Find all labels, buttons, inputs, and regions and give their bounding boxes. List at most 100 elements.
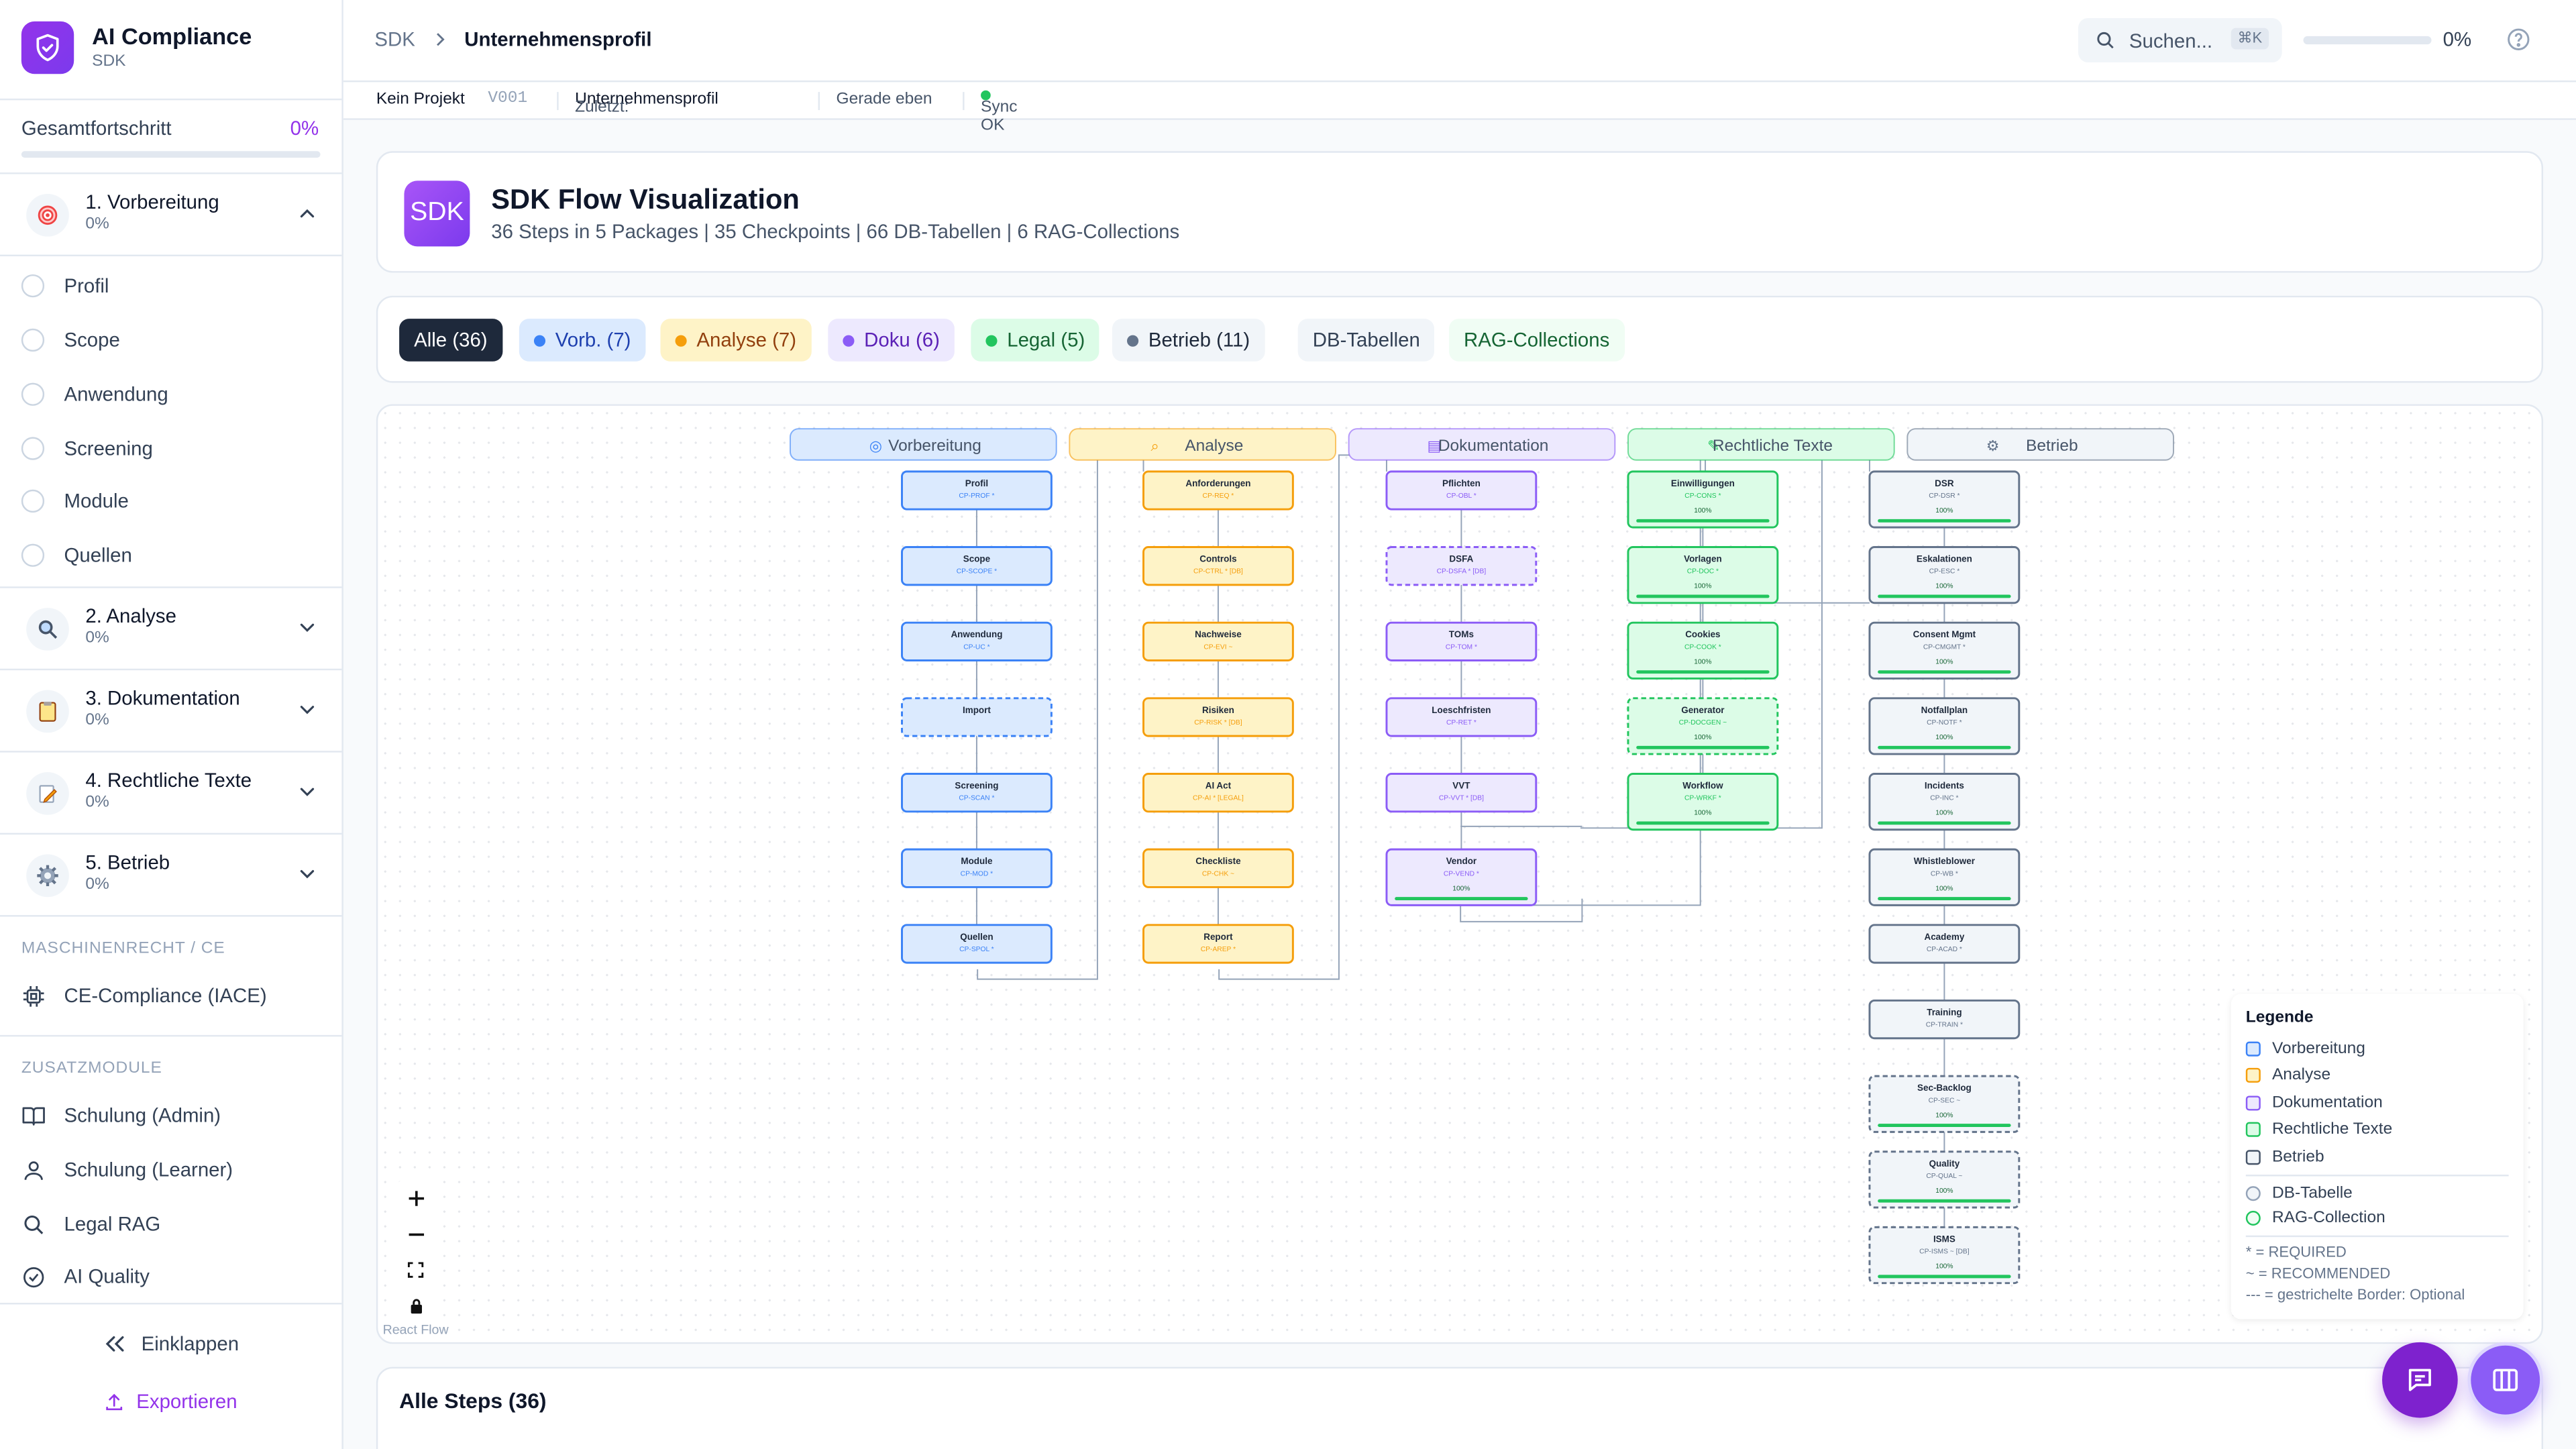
legend-swatch xyxy=(2245,1150,2261,1165)
filter-color-dot xyxy=(985,334,998,346)
step-scope[interactable]: Scope xyxy=(0,314,341,366)
node-box xyxy=(1385,848,1538,906)
filter-all[interactable]: Alle (36) xyxy=(399,319,502,362)
package-title: 3. Dokumentation xyxy=(85,686,240,710)
step-quellen[interactable]: Quellen xyxy=(0,529,341,582)
flow-node-import[interactable]: Import xyxy=(901,697,1053,737)
collapse-sidebar-button[interactable]: Einklappen xyxy=(102,1331,239,1357)
package-dokumentation[interactable]: 3. Dokumentation 0% xyxy=(0,670,342,753)
breadcrumb-root[interactable]: SDK xyxy=(374,28,415,51)
package-betrieb[interactable]: 5. Betrieb 0% xyxy=(0,835,342,917)
step-module[interactable]: Module xyxy=(0,475,341,527)
zoom-in-button[interactable] xyxy=(398,1179,434,1216)
package-rechtliche-texte[interactable]: 4. Rechtliche Texte 0% xyxy=(0,753,342,835)
chevron-down-icon[interactable] xyxy=(296,698,319,721)
node-label: Quellen xyxy=(960,932,993,942)
nav-schulung-admin[interactable]: Schulung (Admin) xyxy=(0,1091,341,1140)
react-flow-attribution[interactable]: React Flow xyxy=(382,1322,449,1338)
filter-rag-collections[interactable]: RAG-Collections xyxy=(1449,319,1625,362)
nav-schulung-learner[interactable]: Schulung (Learner) xyxy=(0,1145,341,1194)
plus-icon xyxy=(408,1190,423,1205)
chevron-down-icon[interactable] xyxy=(296,616,319,639)
column-header-betrieb: ⚙Betrieb xyxy=(1907,428,2175,461)
package-progress: 0% xyxy=(85,215,109,233)
lock-button[interactable] xyxy=(398,1288,434,1324)
step-screening[interactable]: Screening xyxy=(0,422,341,474)
chat-button[interactable] xyxy=(2382,1342,2458,1418)
last-saved-time: Gerade eben xyxy=(836,90,932,109)
filter-analyse[interactable]: Analyse (7) xyxy=(660,319,812,362)
node-label: DSFA xyxy=(1449,554,1473,564)
package-analyse[interactable]: 2. Analyse 0% xyxy=(0,588,342,671)
filter-legal[interactable]: Legal (5) xyxy=(971,319,1100,362)
node-progress-bar xyxy=(1636,670,1770,674)
node-box xyxy=(901,546,1053,586)
chevron-up-icon[interactable] xyxy=(296,202,319,225)
node-box xyxy=(1868,697,2021,755)
nav-ce-compliance[interactable]: CE-Compliance (IACE) xyxy=(0,971,341,1020)
filter-label: Analyse (7) xyxy=(696,328,797,352)
step-anwendung[interactable]: Anwendung xyxy=(0,368,341,421)
filter-doku[interactable]: Doku (6) xyxy=(828,319,955,362)
package-vorbereitung[interactable]: 1. Vorbereitung 0% xyxy=(0,174,342,257)
export-button[interactable]: Exportieren xyxy=(103,1390,237,1413)
chevron-down-icon[interactable] xyxy=(296,863,319,885)
node-checkpoint: CP-ACAD * xyxy=(1927,946,1962,953)
filter-betrieb[interactable]: Betrieb (11) xyxy=(1112,319,1265,362)
fit-view-button[interactable] xyxy=(398,1252,434,1288)
project-name[interactable]: Kein Projekt xyxy=(376,90,465,109)
filter-label: RAG-Collections xyxy=(1464,328,1610,352)
search-input[interactable]: Suchen... ⌘K xyxy=(2078,17,2282,63)
node-label: Profil xyxy=(965,478,988,488)
panel-toggle-button[interactable] xyxy=(2467,1342,2544,1418)
zoom-out-button[interactable] xyxy=(398,1216,434,1252)
step-profil[interactable]: Profil xyxy=(0,260,341,312)
chevron-down-icon[interactable] xyxy=(296,780,319,803)
help-icon[interactable] xyxy=(2506,26,2532,52)
nav-legal-rag[interactable]: Legal RAG xyxy=(0,1199,341,1248)
nav-ai-quality[interactable]: AI Quality xyxy=(0,1252,341,1301)
brand[interactable]: AI Compliance SDK xyxy=(21,21,252,74)
search-icon xyxy=(2097,32,2114,49)
filter-db-tabellen[interactable]: DB-Tabellen xyxy=(1297,319,1435,362)
filter-vorbereitung[interactable]: Vorb. (7) xyxy=(519,319,646,362)
node-label: Anforderungen xyxy=(1185,478,1250,488)
